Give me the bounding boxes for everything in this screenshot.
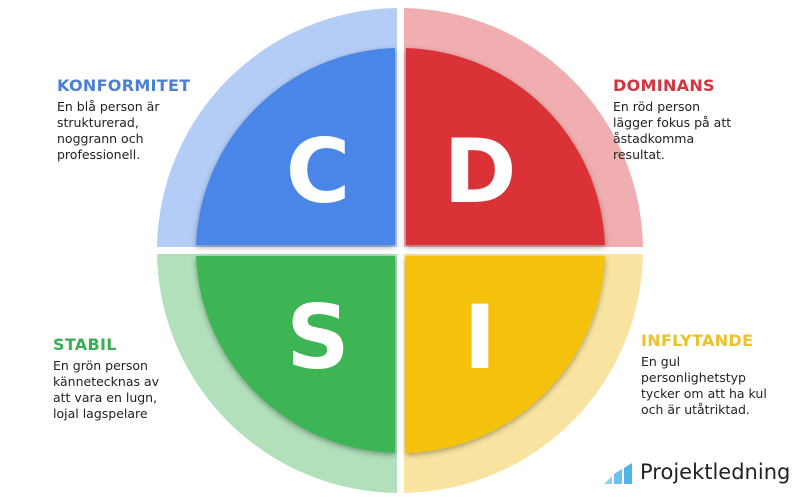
stabil-title: STABIL [53,335,117,354]
quadrant-s [196,256,395,453]
letter-c: C [286,120,351,223]
quadrant-i [406,256,605,453]
projektledning-logo: Projektledning [604,460,790,484]
inflytande-description: En gul personlighetstyp tycker om att ha… [641,354,767,417]
stabil-block: STABIL En grön person kännetecknas av at… [53,335,223,422]
letter-i: I [464,286,497,389]
dominans-description: En röd person lägger fokus på att åstadk… [613,99,732,162]
letter-d: D [443,120,516,223]
quadrant-d [406,48,605,245]
dominans-title: DOMINANS [613,76,715,95]
konformitet-title: KONFORMITET [57,76,191,95]
bar-chart-logo-icon [604,463,632,484]
dominans-block: DOMINANS En röd person lägger fokus på a… [613,76,783,163]
konformitet-block: KONFORMITET En blå person är strukturera… [57,76,227,163]
stabil-description: En grön person kännetecknas av att vara … [53,358,160,421]
konformitet-description: En blå person är strukturerad, noggrann … [57,99,160,162]
inflytande-title: INFLYTANDE [641,331,754,350]
letter-s: S [286,286,349,389]
logo-text: Projektledning [640,460,791,484]
inflytande-block: INFLYTANDE En gul personlighetstyp tycke… [641,331,800,418]
quadrant-c [196,48,395,245]
